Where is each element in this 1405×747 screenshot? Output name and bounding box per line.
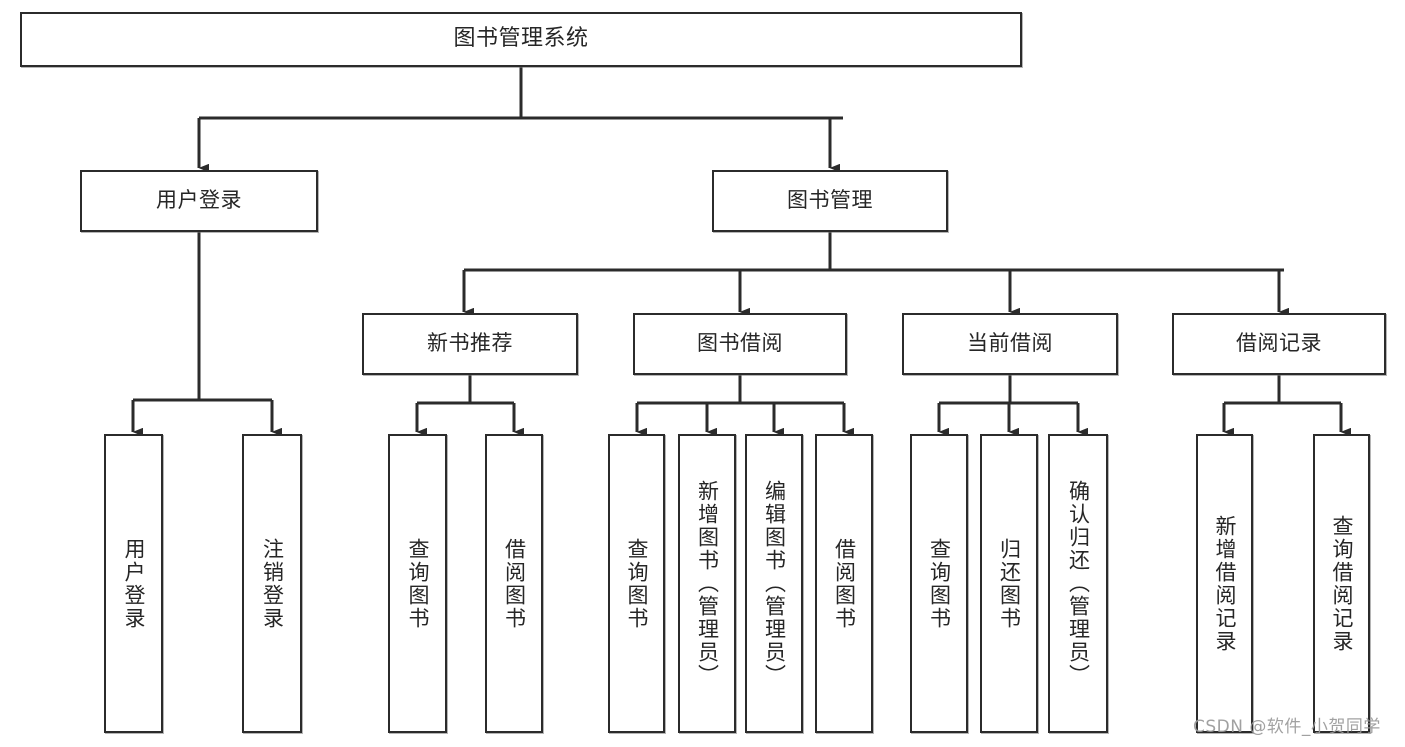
leaf-node-borrow-book[interactable]: 借阅图书 [815, 434, 873, 733]
leaf-node-borrow-book-recommend[interactable]: 借阅图书 [485, 434, 543, 733]
node-label: 当前借阅 [967, 331, 1053, 356]
node-current-borrow[interactable]: 当前借阅 [902, 313, 1118, 375]
node-label: 确认归还（管理员） [1066, 480, 1091, 687]
leaf-node-logout[interactable]: 注销登录 [242, 434, 302, 733]
leaf-node-query-book-borrow[interactable]: 查询图书 [608, 434, 665, 733]
node-label: 借阅图书 [832, 537, 857, 630]
node-label: 新增借阅记录 [1212, 514, 1237, 653]
leaf-node-confirm-return-admin[interactable]: 确认归还（管理员） [1048, 434, 1108, 733]
node-label: 查询图书 [624, 537, 649, 630]
node-book-management[interactable]: 图书管理 [712, 170, 948, 232]
node-label: 新增图书（管理员） [695, 480, 720, 687]
leaf-node-query-borrow-record[interactable]: 查询借阅记录 [1313, 434, 1370, 733]
node-label: 查询图书 [405, 537, 430, 630]
node-user-login[interactable]: 用户登录 [80, 170, 318, 232]
csdn-watermark: CSDN @软件_小贺同学 [1193, 717, 1381, 737]
leaf-node-edit-book-admin[interactable]: 编辑图书（管理员） [745, 434, 803, 733]
leaf-node-query-book-recommend[interactable]: 查询图书 [388, 434, 447, 733]
node-label: 编辑图书（管理员） [762, 480, 787, 687]
node-label: 用户登录 [156, 188, 242, 213]
node-label: 查询图书 [927, 537, 952, 630]
node-label: 借阅记录 [1236, 331, 1322, 356]
leaf-node-query-book-current[interactable]: 查询图书 [910, 434, 968, 733]
leaf-node-user-login[interactable]: 用户登录 [104, 434, 163, 733]
node-new-book-recommend[interactable]: 新书推荐 [362, 313, 578, 375]
node-label: 图书管理 [787, 188, 873, 213]
node-borrow-record[interactable]: 借阅记录 [1172, 313, 1386, 375]
node-label: 查询借阅记录 [1329, 514, 1354, 653]
leaf-node-add-book-admin[interactable]: 新增图书（管理员） [678, 434, 736, 733]
node-label: 图书管理系统 [453, 26, 589, 52]
node-book-borrow[interactable]: 图书借阅 [633, 313, 847, 375]
node-label: 新书推荐 [427, 331, 513, 356]
node-label: 借阅图书 [502, 537, 527, 630]
node-label: 图书借阅 [697, 331, 783, 356]
leaf-node-return-book[interactable]: 归还图书 [980, 434, 1038, 733]
node-label: 注销登录 [260, 537, 285, 630]
node-book-management-system[interactable]: 图书管理系统 [20, 12, 1022, 67]
node-label: 归还图书 [997, 537, 1022, 630]
node-label: 用户登录 [121, 537, 146, 630]
leaf-node-add-borrow-record[interactable]: 新增借阅记录 [1196, 434, 1253, 733]
